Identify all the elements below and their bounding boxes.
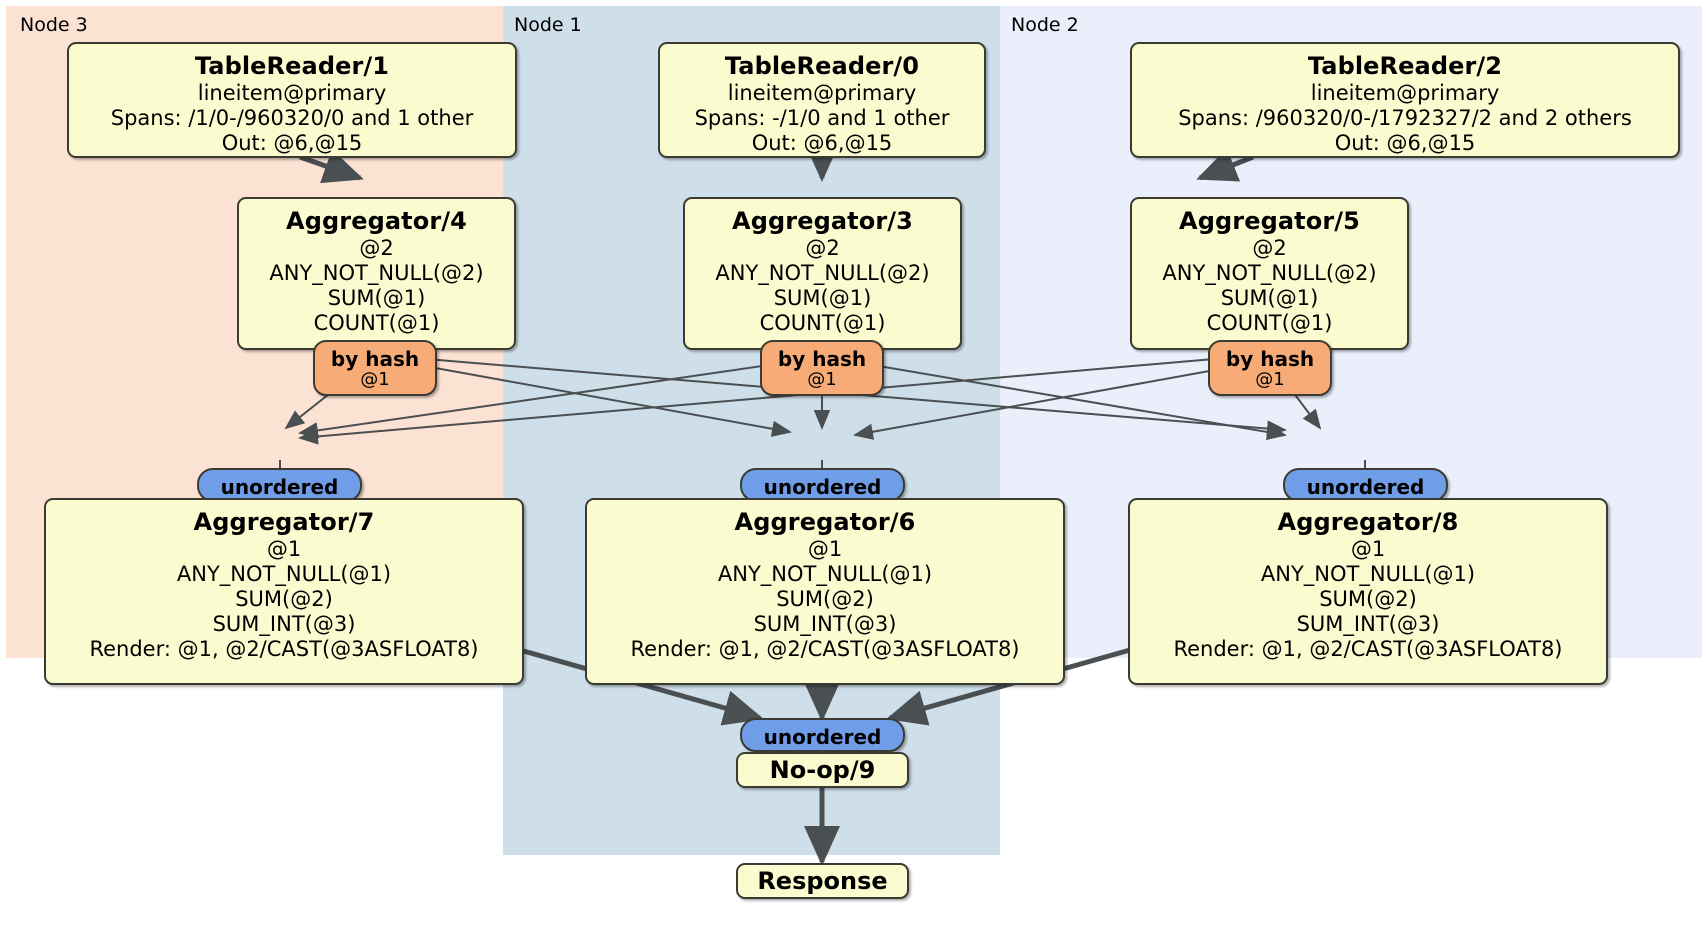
- router-label: by hash: [777, 347, 867, 371]
- node-detail-line: ANY_NOT_NULL(@1): [1260, 561, 1476, 586]
- node-detail-line: @2: [1252, 235, 1287, 260]
- node-title: Aggregator/8: [1277, 508, 1459, 536]
- node-detail-line: SUM_INT(@3): [753, 611, 897, 636]
- node-title: Aggregator/3: [732, 207, 913, 235]
- node-title: No-op/9: [769, 756, 876, 784]
- synchronizer-badge-unordered[interactable]: unordered: [1283, 468, 1448, 502]
- node-detail-line: SUM_INT(@3): [212, 611, 356, 636]
- node-detail-line: @1: [807, 536, 843, 561]
- router-label: by hash: [1225, 347, 1315, 371]
- synchronizer-label: unordered: [1306, 475, 1425, 499]
- node-detail-line: Spans: -/1/0 and 1 other: [694, 105, 950, 130]
- node-detail-line: @2: [805, 235, 840, 260]
- node-detail-line: @1: [1350, 536, 1386, 561]
- node-aggregator-5[interactable]: Aggregator/5 @2 ANY_NOT_NULL(@2) SUM(@1)…: [1130, 197, 1409, 350]
- node-title: Response: [757, 867, 888, 895]
- node-detail-line: COUNT(@1): [759, 310, 886, 335]
- node-detail-line: ANY_NOT_NULL(@2): [269, 260, 484, 285]
- node-detail-line: SUM(@1): [773, 285, 872, 310]
- node-detail-line: SUM(@2): [1319, 586, 1417, 611]
- node-detail-line: Spans: /960320/0-/1792327/2 and 2 others: [1178, 105, 1632, 130]
- node-render-line: Render: @1, @2/CAST(@3ASFLOAT8): [89, 636, 479, 661]
- node-detail-line: SUM(@1): [327, 285, 426, 310]
- node-detail-line: SUM(@2): [235, 586, 333, 611]
- node-detail-line: ANY_NOT_NULL(@2): [1162, 260, 1377, 285]
- node-detail-line: COUNT(@1): [313, 310, 440, 335]
- node-title: Aggregator/4: [286, 207, 467, 235]
- node-no-op-9[interactable]: No-op/9: [736, 752, 909, 788]
- node-detail-line: ANY_NOT_NULL(@2): [715, 260, 930, 285]
- router-badge-by-hash[interactable]: by hash @1: [1208, 340, 1332, 396]
- node-detail-line: SUM_INT(@3): [1296, 611, 1440, 636]
- synchronizer-badge-unordered[interactable]: unordered: [740, 468, 905, 502]
- node-detail-line: ANY_NOT_NULL(@1): [176, 561, 392, 586]
- node-render-line: Render: @1, @2/CAST(@3ASFLOAT8): [1173, 636, 1563, 661]
- node-detail-line: lineitem@primary: [1310, 80, 1500, 105]
- node-tablereader-1[interactable]: TableReader/1 lineitem@primary Spans: /1…: [67, 42, 517, 158]
- node-detail-line: SUM(@2): [776, 586, 874, 611]
- node-detail-line: @1: [266, 536, 302, 561]
- router-column: @1: [360, 369, 390, 390]
- router-column: @1: [1255, 369, 1285, 390]
- region-label-node-2: Node 2: [1011, 14, 1079, 36]
- node-aggregator-8[interactable]: Aggregator/8 @1 ANY_NOT_NULL(@1) SUM(@2)…: [1128, 498, 1608, 685]
- synchronizer-label: unordered: [763, 725, 882, 749]
- node-title: TableReader/1: [194, 52, 390, 80]
- node-title: TableReader/0: [724, 52, 920, 80]
- node-aggregator-6[interactable]: Aggregator/6 @1 ANY_NOT_NULL(@1) SUM(@2)…: [585, 498, 1065, 685]
- node-title: Aggregator/7: [193, 508, 375, 536]
- node-aggregator-7[interactable]: Aggregator/7 @1 ANY_NOT_NULL(@1) SUM(@2)…: [44, 498, 524, 685]
- synchronizer-label: unordered: [220, 475, 339, 499]
- node-title: Aggregator/6: [734, 508, 916, 536]
- region-label-node-1: Node 1: [514, 14, 582, 36]
- synchronizer-label: unordered: [763, 475, 882, 499]
- node-detail-line: Out: @6,@15: [1334, 130, 1476, 155]
- node-aggregator-3[interactable]: Aggregator/3 @2 ANY_NOT_NULL(@2) SUM(@1)…: [683, 197, 962, 350]
- router-label: by hash: [330, 347, 420, 371]
- node-aggregator-4[interactable]: Aggregator/4 @2 ANY_NOT_NULL(@2) SUM(@1)…: [237, 197, 516, 350]
- synchronizer-badge-unordered[interactable]: unordered: [197, 468, 362, 502]
- node-tablereader-2[interactable]: TableReader/2 lineitem@primary Spans: /9…: [1130, 42, 1680, 158]
- router-badge-by-hash[interactable]: by hash @1: [760, 340, 884, 396]
- node-title: Aggregator/5: [1179, 207, 1360, 235]
- node-tablereader-0[interactable]: TableReader/0 lineitem@primary Spans: -/…: [658, 42, 986, 158]
- node-render-line: Render: @1, @2/CAST(@3ASFLOAT8): [630, 636, 1020, 661]
- node-response[interactable]: Response: [736, 863, 909, 899]
- node-detail-line: SUM(@1): [1220, 285, 1319, 310]
- node-detail-line: lineitem@primary: [197, 80, 387, 105]
- node-detail-line: Spans: /1/0-/960320/0 and 1 other: [110, 105, 474, 130]
- node-detail-line: COUNT(@1): [1206, 310, 1333, 335]
- router-badge-by-hash[interactable]: by hash @1: [313, 340, 437, 396]
- node-detail-line: Out: @6,@15: [751, 130, 893, 155]
- node-detail-line: ANY_NOT_NULL(@1): [717, 561, 933, 586]
- router-column: @1: [807, 369, 837, 390]
- region-label-node-3: Node 3: [20, 14, 88, 36]
- node-title: TableReader/2: [1307, 52, 1503, 80]
- synchronizer-badge-unordered-final[interactable]: unordered: [740, 718, 905, 752]
- node-detail-line: lineitem@primary: [727, 80, 917, 105]
- node-detail-line: @2: [359, 235, 394, 260]
- node-detail-line: Out: @6,@15: [221, 130, 363, 155]
